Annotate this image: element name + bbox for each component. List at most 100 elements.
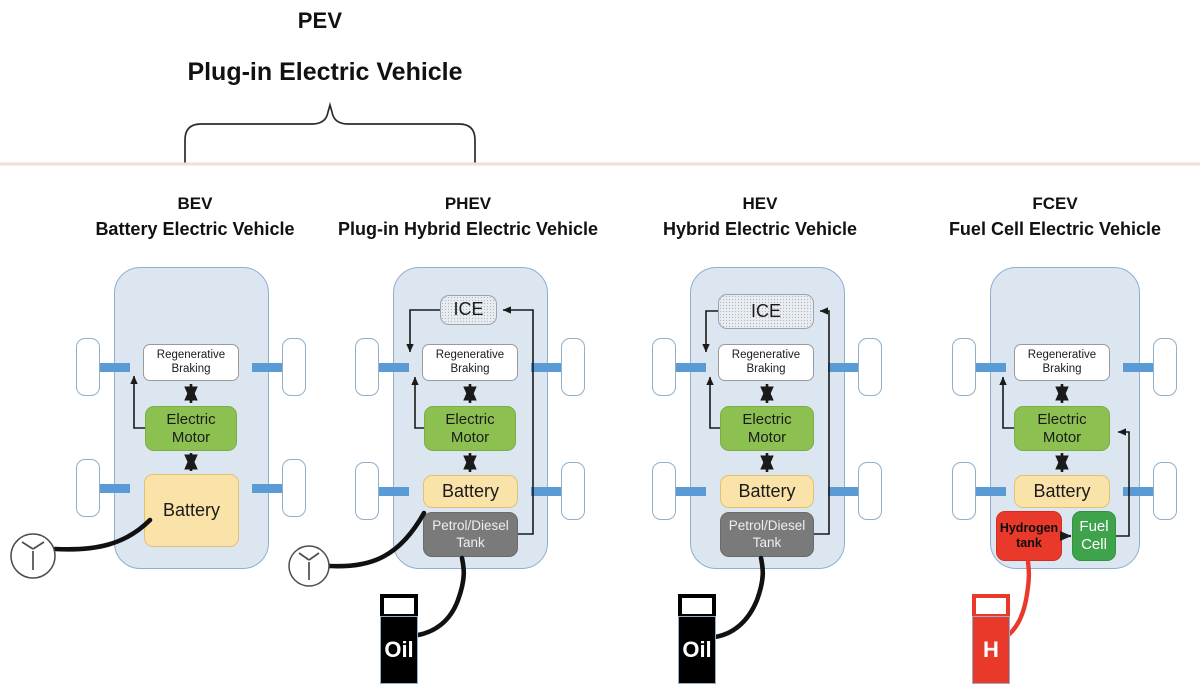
axle-rear-left-bev bbox=[88, 484, 130, 493]
arrow-tank-to-ice-phev bbox=[502, 306, 534, 535]
charging-cable-phev bbox=[327, 510, 427, 569]
regen-label-line2-fcev: Braking bbox=[1042, 362, 1082, 375]
fuel-hose-hev bbox=[712, 555, 766, 640]
column-header-hev: HEV Hybrid Electric Vehicle bbox=[640, 192, 880, 242]
arrow-ice-to-regen-phev bbox=[406, 309, 440, 353]
pev-brace bbox=[184, 101, 476, 163]
axle-rear-right-phev bbox=[531, 487, 573, 496]
pev-acronym: PEV bbox=[297, 8, 343, 33]
tank-label-line2-hev: Tank bbox=[752, 534, 782, 550]
ice-label-phev: ICE bbox=[453, 299, 484, 320]
motor-label-line2-phev: Motor bbox=[450, 428, 490, 446]
electric-motor-box-hev[interactable]: Electric Motor bbox=[720, 406, 814, 451]
axle-front-right-phev bbox=[531, 363, 573, 372]
battery-box-phev[interactable]: Battery bbox=[423, 475, 518, 508]
axle-rear-right-fcev bbox=[1123, 487, 1165, 496]
fuelcell-label-line2-fcev: Cell bbox=[1081, 536, 1107, 553]
hydrogen-tank-box-fcev[interactable]: Hydrogen tank bbox=[996, 511, 1062, 561]
hydrogen-label-line2-fcev: tank bbox=[1016, 536, 1042, 550]
fuel-hose-phev bbox=[415, 555, 467, 638]
wheel-rear-right-phev bbox=[561, 462, 585, 520]
motor-label-line1-phev: Electric bbox=[445, 410, 495, 428]
battery-box-hev[interactable]: Battery bbox=[720, 475, 814, 508]
connectors-bev bbox=[10, 375, 198, 579]
tank-label-line1-hev: Petrol/Diesel bbox=[728, 518, 806, 534]
axle-front-left-hev bbox=[664, 363, 706, 372]
regenerative-braking-box-phev[interactable]: Regenerative Braking bbox=[422, 344, 518, 381]
axle-rear-left-hev bbox=[664, 487, 706, 496]
motor-label-line1-bev: Electric bbox=[166, 410, 216, 428]
wheel-front-right-fcev bbox=[1153, 338, 1177, 396]
wheel-rear-right-hev bbox=[858, 462, 882, 520]
wheel-rear-left-phev bbox=[355, 462, 379, 520]
axle-front-left-fcev bbox=[964, 363, 1006, 372]
axle-front-right-fcev bbox=[1123, 363, 1165, 372]
axle-rear-left-fcev bbox=[964, 487, 1006, 496]
regen-label-line1-hev: Regenerative bbox=[731, 348, 801, 361]
axle-rear-left-phev bbox=[367, 487, 409, 496]
charging-cable-bev bbox=[52, 517, 153, 552]
wheel-rear-right-bev bbox=[282, 459, 306, 517]
column-full-fcev: Fuel Cell Electric Vehicle bbox=[948, 219, 1162, 239]
plug-socket-icon-phev bbox=[288, 545, 330, 587]
arrow-fuelcell-to-motor-fcev bbox=[1116, 428, 1130, 537]
electric-motor-box-phev[interactable]: Electric Motor bbox=[424, 406, 516, 451]
battery-box-fcev[interactable]: Battery bbox=[1014, 475, 1110, 508]
regenerative-braking-box-bev[interactable]: Regenerative Braking bbox=[143, 344, 239, 381]
wheel-rear-left-fcev bbox=[952, 462, 976, 520]
column-full-phev: Plug-in Hybrid Electric Vehicle bbox=[337, 219, 599, 239]
plug-socket-icon-bev bbox=[10, 533, 56, 579]
wheel-front-right-hev bbox=[858, 338, 882, 396]
hydrogen-pump-top-fcev bbox=[972, 594, 1010, 618]
electric-motor-box-fcev[interactable]: Electric Motor bbox=[1014, 406, 1110, 451]
ice-box-phev[interactable]: ICE bbox=[440, 295, 497, 325]
arrow-motor-to-regen-left-fcev bbox=[999, 376, 1014, 429]
battery-box-bev[interactable]: Battery bbox=[144, 474, 239, 547]
motor-label-line1-fcev: Electric bbox=[1037, 410, 1087, 428]
column-full-bev: Battery Electric Vehicle bbox=[95, 219, 295, 239]
petrol-diesel-tank-box-hev[interactable]: Petrol/Diesel Tank bbox=[720, 512, 814, 557]
fuelcell-label-line1-fcev: Fuel bbox=[1079, 518, 1109, 535]
regenerative-braking-box-fcev[interactable]: Regenerative Braking bbox=[1014, 344, 1110, 381]
electric-motor-box-bev[interactable]: Electric Motor bbox=[145, 406, 237, 451]
battery-label-phev: Battery bbox=[441, 480, 500, 501]
oil-pump-label-phev: Oil bbox=[380, 616, 418, 684]
regenerative-braking-box-hev[interactable]: Regenerative Braking bbox=[718, 344, 814, 381]
battery-label-fcev: Battery bbox=[1033, 480, 1091, 501]
wheel-front-left-phev bbox=[355, 338, 379, 396]
oil-pump-top-phev bbox=[380, 594, 418, 618]
connectors-hev bbox=[702, 307, 830, 640]
axle-rear-right-hev bbox=[828, 487, 870, 496]
oil-pump-top-hev bbox=[678, 594, 716, 618]
axle-rear-right-bev bbox=[252, 484, 294, 493]
hydrogen-label-line1-fcev: Hydrogen bbox=[999, 521, 1059, 535]
column-header-phev: PHEV Plug-in Hybrid Electric Vehicle bbox=[323, 192, 613, 242]
wheel-rear-right-fcev bbox=[1153, 462, 1177, 520]
regen-label-line1-bev: Regenerative bbox=[156, 348, 226, 361]
axle-front-left-bev bbox=[88, 363, 130, 372]
pev-full-title: Plug-in Electric Vehicle bbox=[187, 58, 463, 86]
axle-front-left-phev bbox=[367, 363, 409, 372]
regen-label-line1-fcev: Regenerative bbox=[1027, 348, 1097, 361]
column-abbr-bev: BEV bbox=[177, 194, 213, 213]
arrow-motor-to-regen-left-phev bbox=[411, 376, 424, 429]
column-abbr-phev: PHEV bbox=[444, 194, 492, 213]
regen-label-line2-hev: Braking bbox=[746, 362, 786, 375]
connectors-phev bbox=[288, 306, 534, 638]
battery-label-bev: Battery bbox=[162, 499, 221, 520]
wheel-front-right-bev bbox=[282, 338, 306, 396]
tank-label-line1-phev: Petrol/Diesel bbox=[432, 518, 509, 534]
ice-box-hev[interactable]: ICE bbox=[718, 294, 814, 329]
tank-label-line2-phev: Tank bbox=[456, 534, 485, 550]
petrol-diesel-tank-box-phev[interactable]: Petrol/Diesel Tank bbox=[423, 512, 518, 557]
wheel-front-left-fcev bbox=[952, 338, 976, 396]
fuel-cell-box-fcev[interactable]: Fuel Cell bbox=[1072, 511, 1116, 561]
regen-label-line2-phev: Braking bbox=[450, 362, 490, 375]
column-full-hev: Hybrid Electric Vehicle bbox=[662, 219, 858, 239]
arrow-motor-to-regen-left-hev bbox=[706, 376, 720, 429]
battery-label-hev: Battery bbox=[738, 480, 796, 501]
axle-front-right-hev bbox=[828, 363, 870, 372]
connectors-fcev bbox=[997, 376, 1130, 643]
